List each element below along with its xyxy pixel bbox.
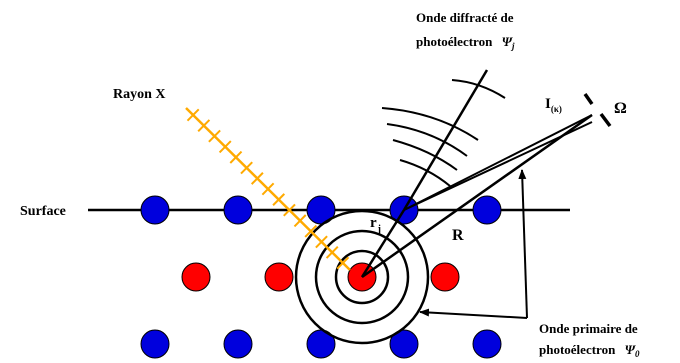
- atom: [223, 329, 253, 359]
- atom: [223, 195, 253, 225]
- atom: [389, 329, 419, 359]
- detector-aperture: [583, 92, 612, 128]
- atoms-middle-row: [181, 262, 460, 292]
- xray-tick: [250, 172, 264, 185]
- atom: [430, 262, 460, 292]
- xray-tick: [283, 203, 296, 217]
- diffracted-wave-label-line2: photoélectron Ψj: [416, 34, 515, 51]
- xray-label: Rayon X: [113, 87, 166, 102]
- surface-label: Surface: [20, 204, 66, 219]
- xray-tick: [197, 119, 211, 132]
- diffracted-wavefronts: [381, 79, 506, 187]
- rj-label: rj: [370, 215, 381, 235]
- primary-wave-label-line1: Onde primaire de: [539, 321, 638, 336]
- xray-tick: [218, 140, 232, 154]
- atom: [140, 329, 170, 359]
- path-emitter-to-detector: [361, 113, 593, 279]
- atom: [472, 329, 502, 359]
- atom: [264, 262, 294, 292]
- arrow-to-primary-wave: [419, 308, 528, 319]
- xray-tick: [315, 235, 328, 249]
- atom: [181, 262, 211, 292]
- atom: [140, 195, 170, 225]
- rj-vector: [360, 209, 406, 278]
- xray-tick: [304, 224, 318, 238]
- xray-tick: [325, 246, 339, 259]
- path-scatterer-to-detector-lower: [403, 121, 593, 211]
- xray-tick: [229, 150, 243, 164]
- atoms-bottom-row: [140, 329, 502, 359]
- xray-tick: [186, 108, 200, 122]
- xray-tick: [208, 129, 221, 143]
- path-scatterer-to-detector-upper: [403, 114, 593, 211]
- intensity-label: I(κ): [545, 96, 562, 114]
- xray-beam: [185, 107, 351, 271]
- xray-tick: [261, 182, 275, 196]
- omega-label: Ω: [614, 100, 627, 117]
- diffracted-wave-line: [402, 69, 489, 211]
- primary-wave-circles: [294, 209, 430, 345]
- xray-tick: [293, 214, 307, 228]
- arrow-to-diffracted-path: [518, 169, 528, 319]
- primary-wave-label-line2: photoélectron Ψ0: [539, 342, 640, 359]
- R-label: R: [452, 227, 464, 244]
- xray-tick: [240, 161, 253, 175]
- atom: [472, 195, 502, 225]
- xray-tick: [336, 256, 350, 270]
- diffracted-wave-label-line1: Onde diffracté de: [416, 10, 514, 25]
- xray-tick: [272, 193, 286, 206]
